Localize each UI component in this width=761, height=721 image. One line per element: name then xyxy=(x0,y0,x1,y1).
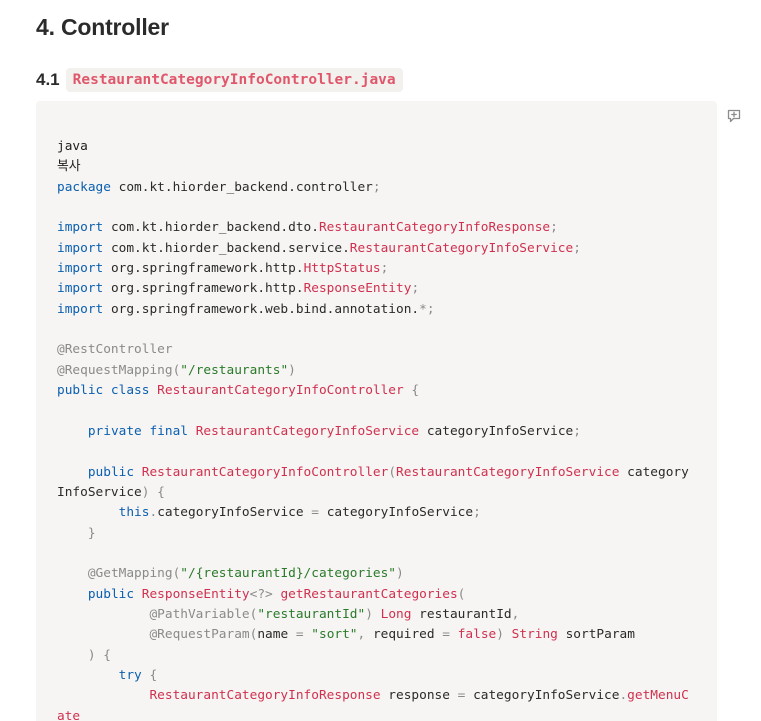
section-heading: 4. Controller xyxy=(36,14,169,40)
code-line: public RestaurantCategoryInfoController(… xyxy=(57,464,689,500)
code-line: @RequestParam(name = "sort", required = … xyxy=(149,627,635,643)
code-line: import org.springframework.http.Response… xyxy=(57,281,420,297)
copy-button[interactable]: 복사 xyxy=(57,159,81,175)
code-line: @GetMapping("/{restaurantId}/categories"… xyxy=(87,566,404,582)
code-line: package com.kt.hiorder_backend.controlle… xyxy=(57,179,381,195)
code-line: @RestController xyxy=(57,342,173,358)
code-line: @RequestMapping("/restaurants") xyxy=(57,362,296,378)
code-line: private final RestaurantCategoryInfoServ… xyxy=(87,423,581,439)
code-line: ) { xyxy=(87,647,111,663)
code-line: try { xyxy=(118,667,158,683)
code-line: import org.springframework.http.HttpStat… xyxy=(57,261,389,277)
code-line: this.categoryInfoService = categoryInfoS… xyxy=(118,505,481,521)
code-language-label: java xyxy=(57,139,88,154)
code-block: java 복사 package com.kt.hiorder_backend.c… xyxy=(36,101,717,721)
code-line: import com.kt.hiorder_backend.dto.Restau… xyxy=(57,220,558,236)
code-line: @PathVariable("restaurantId") Long resta… xyxy=(149,606,520,622)
code-content: package com.kt.hiorder_backend.controlle… xyxy=(57,178,695,721)
subsection-filename: RestaurantCategoryInfoController.java xyxy=(65,68,403,92)
add-comment-icon[interactable] xyxy=(726,108,742,124)
code-line: import org.springframework.web.bind.anno… xyxy=(57,301,435,317)
subsection-number: 4.1 xyxy=(36,70,60,89)
code-line: } xyxy=(87,525,96,541)
subsection-heading: 4.1 RestaurantCategoryInfoController.jav… xyxy=(36,68,403,92)
code-line: public class RestaurantCategoryInfoContr… xyxy=(57,383,420,399)
code-line: public ResponseEntity<?> getRestaurantCa… xyxy=(87,586,466,602)
code-line: import com.kt.hiorder_backend.service.Re… xyxy=(57,240,581,256)
code-line: RestaurantCategoryInfoResponse response … xyxy=(57,688,689,721)
